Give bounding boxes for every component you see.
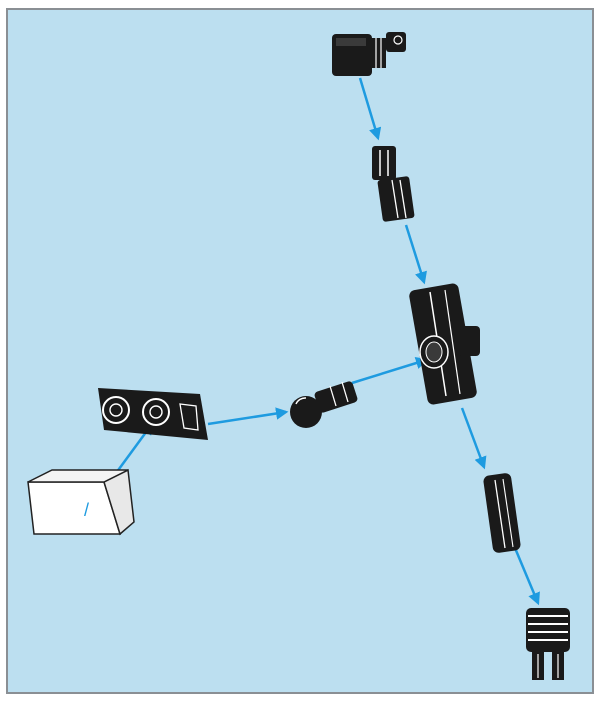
prism-base-icon: / bbox=[28, 470, 134, 534]
diagram-background bbox=[7, 9, 593, 693]
base-mark: / bbox=[84, 500, 89, 520]
